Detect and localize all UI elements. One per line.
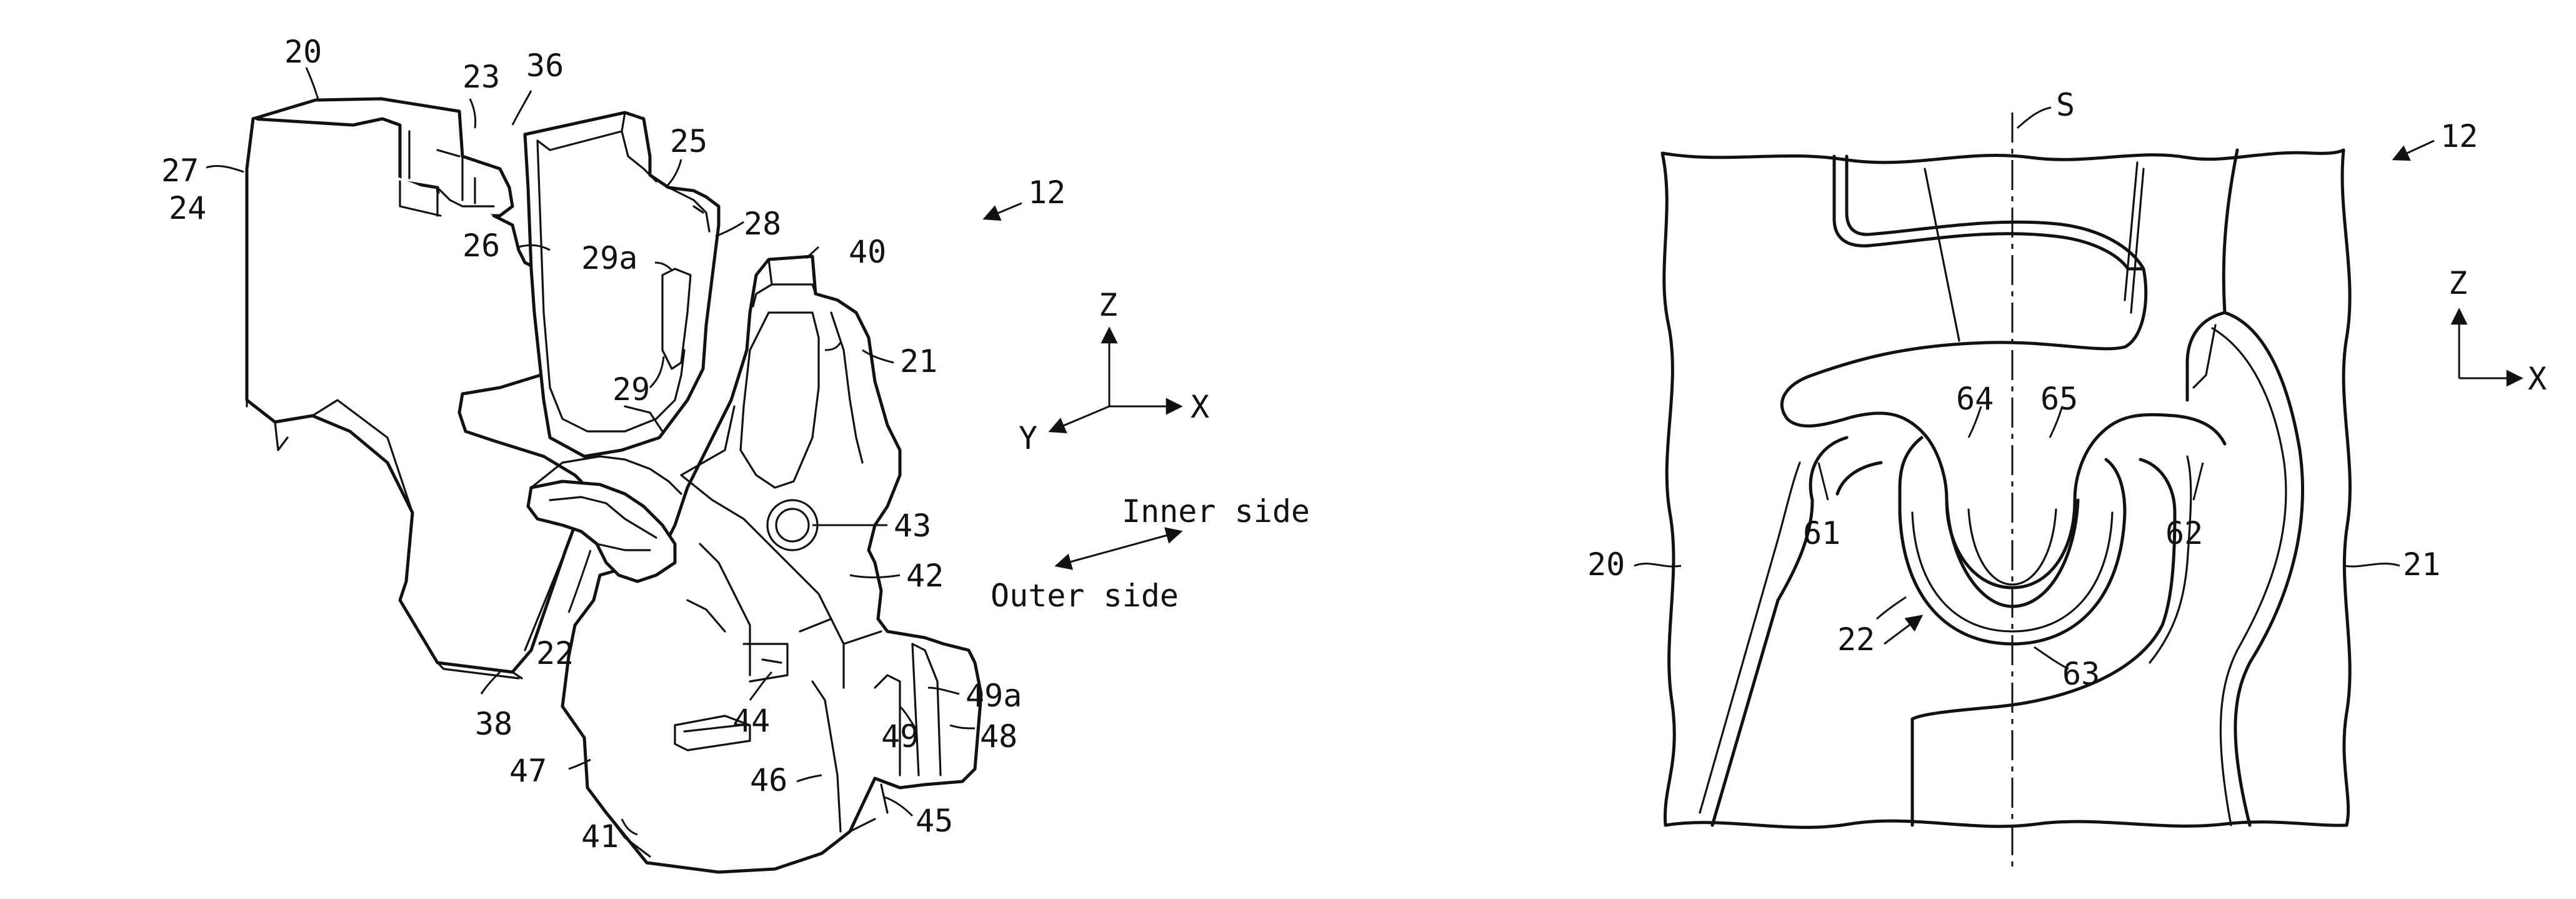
left-axes-indicator: Z X Y [1019, 287, 1209, 456]
label-42: 42 [906, 558, 944, 594]
label-20-right: 20 [1587, 546, 1625, 583]
axis-z-label: Z [1099, 287, 1117, 323]
label-49a: 49a [966, 678, 1022, 714]
label-12-right: 12 [2440, 118, 2478, 154]
label-45: 45 [916, 803, 953, 839]
label-s: S [2056, 87, 2075, 123]
label-12-left: 12 [1028, 174, 1066, 211]
label-41: 41 [581, 818, 619, 855]
label-63: 63 [2062, 656, 2100, 692]
label-25: 25 [670, 123, 707, 159]
right-reference-numerals: S 20 21 22 61 62 63 64 65 [1587, 87, 2440, 692]
label-22: 22 [536, 635, 574, 671]
label-21: 21 [900, 343, 937, 379]
right-front-drawing: S 20 21 22 61 62 63 64 65 12 Z X [1587, 87, 2547, 869]
label-43: 43 [894, 508, 931, 544]
right-axis-x-label: X [2528, 361, 2547, 397]
label-44: 44 [732, 703, 770, 739]
right-frame [1662, 150, 2350, 827]
label-61: 61 [1803, 515, 1840, 551]
left-assembly-ref: 12 [984, 174, 1066, 219]
right-joint-22 [1900, 456, 2191, 825]
label-47: 47 [509, 753, 547, 789]
label-27: 27 [161, 153, 199, 189]
label-65: 65 [2040, 381, 2078, 417]
right-member-20 [1700, 156, 2225, 825]
axis-x-label: X [1191, 389, 1209, 425]
label-21-right: 21 [2403, 546, 2440, 583]
label-36: 36 [526, 48, 564, 84]
inner-side-label: Inner side [1122, 493, 1310, 530]
right-axes-indicator: Z X [2449, 265, 2547, 397]
direction-indicator: Inner side Outer side [991, 493, 1310, 614]
label-46: 46 [750, 762, 787, 798]
right-member-21 [2187, 150, 2303, 825]
left-perspective-drawing: 20 23 36 27 24 25 28 26 29a 29 40 21 43 … [161, 34, 1310, 872]
label-22-right: 22 [1837, 621, 1875, 658]
label-48: 48 [980, 718, 1017, 755]
label-26: 26 [462, 228, 500, 264]
label-40: 40 [849, 234, 886, 270]
label-28: 28 [744, 206, 781, 242]
label-29a: 29a [581, 240, 637, 276]
label-23: 23 [462, 59, 500, 95]
label-20: 20 [284, 34, 322, 70]
outer-side-label: Outer side [991, 578, 1179, 614]
label-64: 64 [1956, 381, 1994, 417]
right-axis-z-label: Z [2449, 265, 2467, 301]
label-62: 62 [2165, 515, 2203, 551]
right-assembly-ref: 12 [2394, 118, 2478, 159]
label-49: 49 [881, 718, 919, 755]
label-38: 38 [475, 706, 512, 742]
label-29: 29 [612, 371, 650, 408]
axis-y-label: Y [1019, 420, 1037, 456]
label-24: 24 [169, 190, 206, 226]
